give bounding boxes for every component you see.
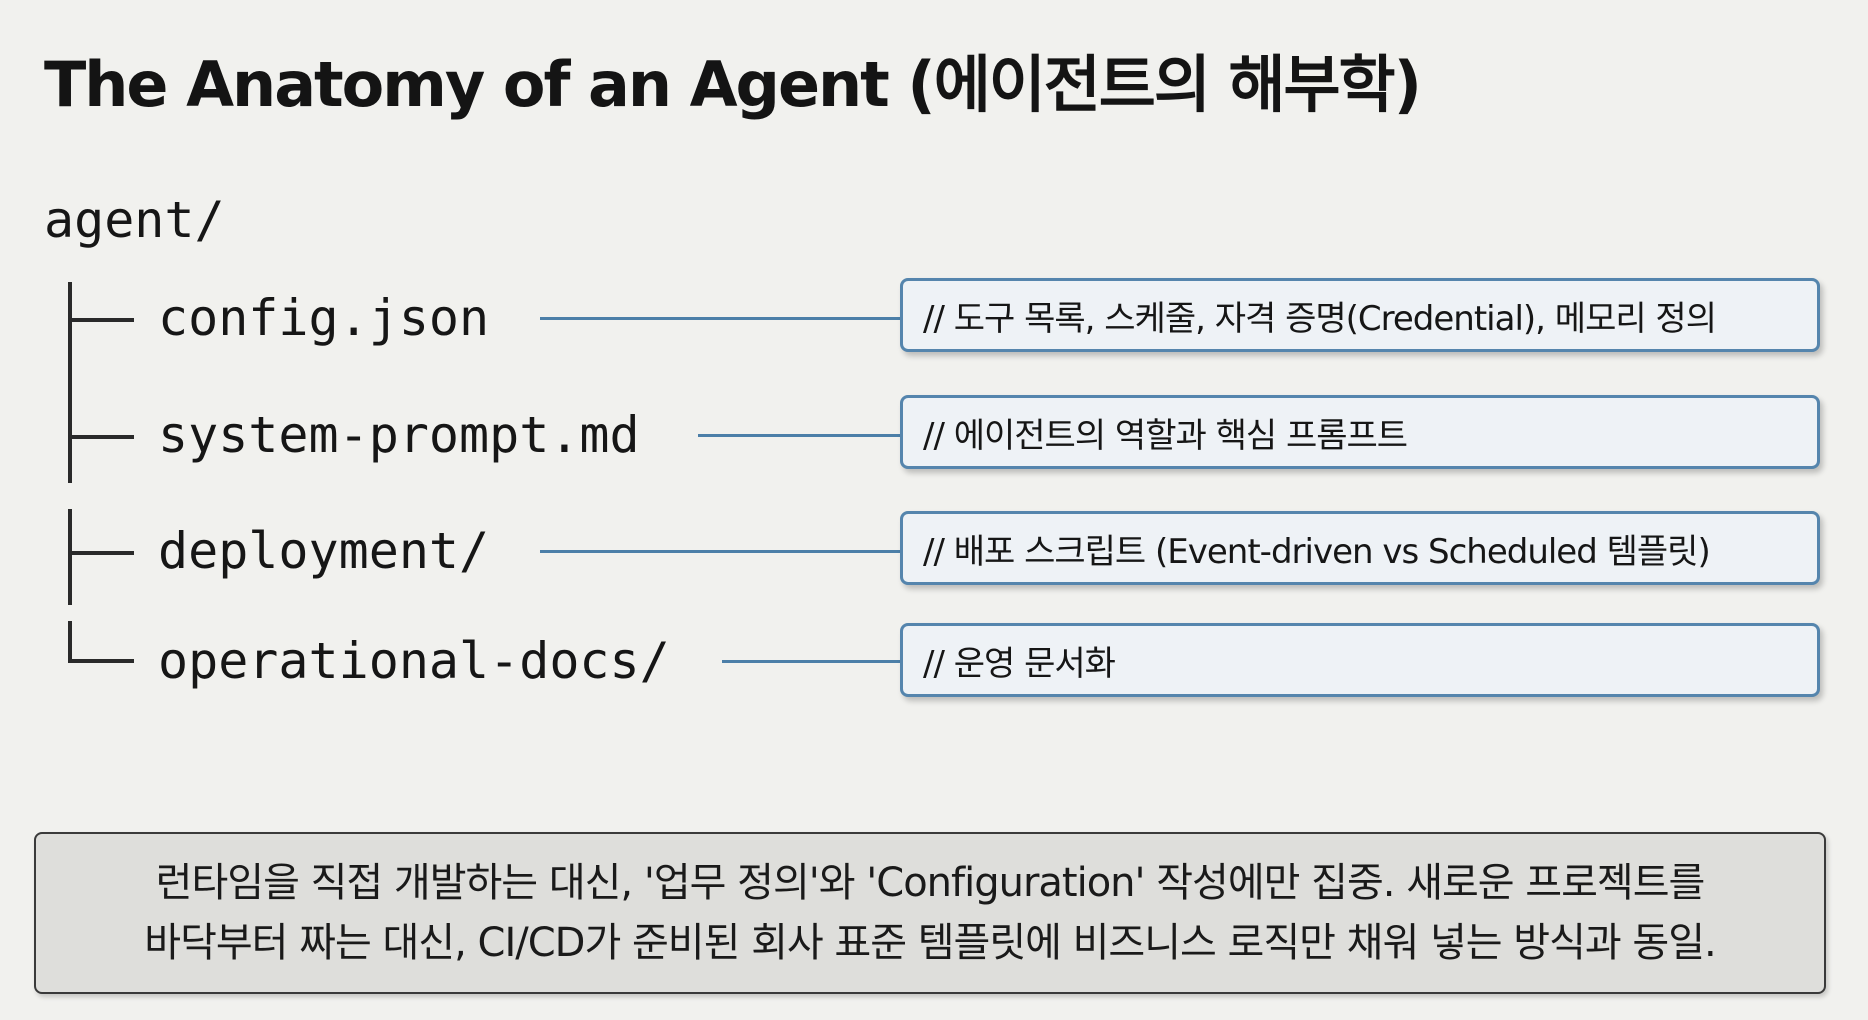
connector-line — [540, 550, 900, 553]
annotation-box-config: // 도구 목록, 스케줄, 자격 증명(Credential), 메모리 정의 — [900, 278, 1820, 352]
annotation-box-system-prompt: // 에이전트의 역할과 핵심 프롬프트 — [900, 395, 1820, 469]
file-name-system-prompt: system-prompt.md — [158, 406, 640, 464]
connector-line — [540, 317, 900, 320]
annotation-box-operational-docs: // 운영 문서화 — [900, 623, 1820, 697]
tree-vertical-line — [68, 282, 72, 370]
connector-line — [722, 660, 900, 663]
tree-root-folder: agent/ — [44, 191, 225, 249]
tree-branch-line — [68, 318, 134, 322]
slide-title: The Anatomy of an Agent (에이전트의 해부학) — [44, 48, 1422, 121]
tree-branch-line — [68, 551, 134, 555]
tree-branch-line — [68, 435, 134, 439]
file-name-deployment: deployment/ — [158, 522, 490, 580]
tree-vertical-line — [68, 365, 72, 483]
summary-line-2: 바닥부터 짜는 대신, CI/CD가 준비된 회사 표준 템플릿에 비즈니스 로… — [144, 920, 1716, 966]
file-name-config: config.json — [158, 289, 490, 347]
annotation-text: // 에이전트의 역할과 핵심 프롬프트 — [923, 415, 1408, 456]
tree-vertical-line — [68, 621, 72, 663]
annotation-text: // 배포 스크립트 (Event-driven vs Scheduled 템플… — [923, 531, 1711, 572]
annotation-box-deployment: // 배포 스크립트 (Event-driven vs Scheduled 템플… — [900, 511, 1820, 585]
file-name-operational-docs: operational-docs/ — [158, 632, 670, 690]
connector-line — [698, 434, 900, 437]
annotation-text: // 운영 문서화 — [923, 643, 1116, 684]
summary-line-1: 런타임을 직접 개발하는 대신, '업무 정의'와 'Configuration… — [155, 860, 1706, 906]
summary-box: 런타임을 직접 개발하는 대신, '업무 정의'와 'Configuration… — [34, 832, 1826, 994]
annotation-text: // 도구 목록, 스케줄, 자격 증명(Credential), 메모리 정의 — [923, 298, 1717, 339]
tree-vertical-line — [68, 509, 72, 605]
tree-branch-line — [68, 659, 134, 663]
